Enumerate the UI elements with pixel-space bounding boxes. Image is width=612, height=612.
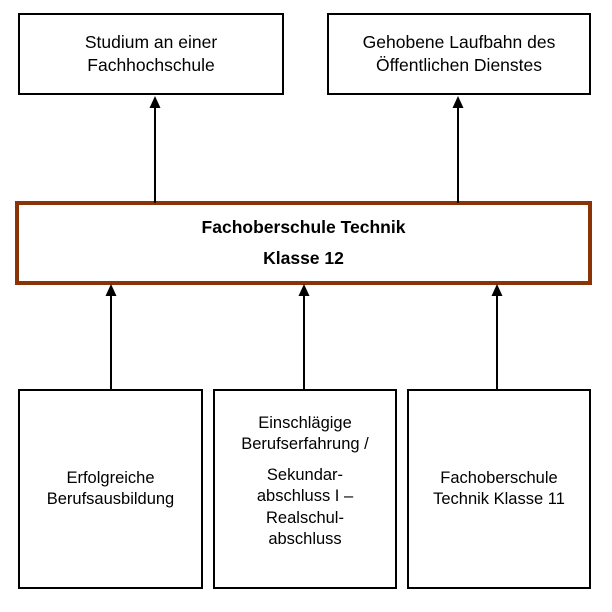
node-berufserfahrung-line-2: Berufserfahrung / [241,435,369,454]
node-fos12-line-1: Fachoberschule Technik [201,217,406,238]
connector-arrow-fos11-to-fos12 [489,283,505,391]
node-berufsausbildung-label: Erfolgreiche Berufsausbildung [20,468,201,511]
node-berufsausbildung-line-2: Berufsausbildung [46,490,175,508]
node-laufbahn-line-2: Öffentlichen Dienstes [375,55,543,75]
node-berufserfahrung-line-6: abschluss [268,530,342,549]
node-berufserfahrung-line-3: Sekundar- [266,465,344,484]
node-gehobene-laufbahn-oeffentlicher-dienst[interactable]: Gehobene Laufbahn des Öffentlichen Diens… [327,13,591,95]
node-berufserfahrung-line-1: Einschlägige [258,414,352,432]
node-fos12-line-2: Klasse 12 [263,248,344,268]
connector-arrow-berufsausbildung-to-fos12 [103,283,119,391]
connector-arrow-fos12-to-studium [147,95,163,203]
node-studium-line-2: Fachhochschule [87,55,215,75]
node-berufserfahrung-line-4: abschluss I – [256,487,354,506]
node-fos11-line-2: Technik Klasse 11 [433,490,565,508]
node-einschlaegige-berufserfahrung-sekundarabschluss[interactable]: Einschlägige Berufserfahrung / Sekundar-… [213,389,397,589]
node-laufbahn-line-1: Gehobene Laufbahn des [362,32,556,53]
node-fos12-label: Fachoberschule Technik Klasse 12 [19,212,588,273]
node-laufbahn-label: Gehobene Laufbahn des Öffentlichen Diens… [329,31,589,77]
node-studium-line-1: Studium an einer [84,32,218,53]
node-fos11-line-1: Fachoberschule [440,468,558,487]
node-fachoberschule-technik-klasse-11[interactable]: Fachoberschule Technik Klasse 11 [407,389,591,589]
node-berufsausbildung-line-1: Erfolgreiche [66,468,155,487]
paragraph-gap [221,456,389,465]
node-fos11-label: Fachoberschule Technik Klasse 11 [409,468,589,511]
connector-arrow-fos12-to-laufbahn [450,95,466,203]
node-studium-an-einer-fachhochschule[interactable]: Studium an einer Fachhochschule [18,13,284,95]
node-fachoberschule-technik-klasse-12[interactable]: Fachoberschule Technik Klasse 12 [15,201,592,285]
node-erfolgreiche-berufsausbildung[interactable]: Erfolgreiche Berufsausbildung [18,389,203,589]
node-berufserfahrung-label: Einschlägige Berufserfahrung / Sekundar-… [215,391,395,551]
node-studium-label: Studium an einer Fachhochschule [20,31,282,77]
connector-arrow-berufserfahrung-to-fos12 [296,283,312,391]
node-berufserfahrung-line-5: Realschul- [266,508,344,527]
